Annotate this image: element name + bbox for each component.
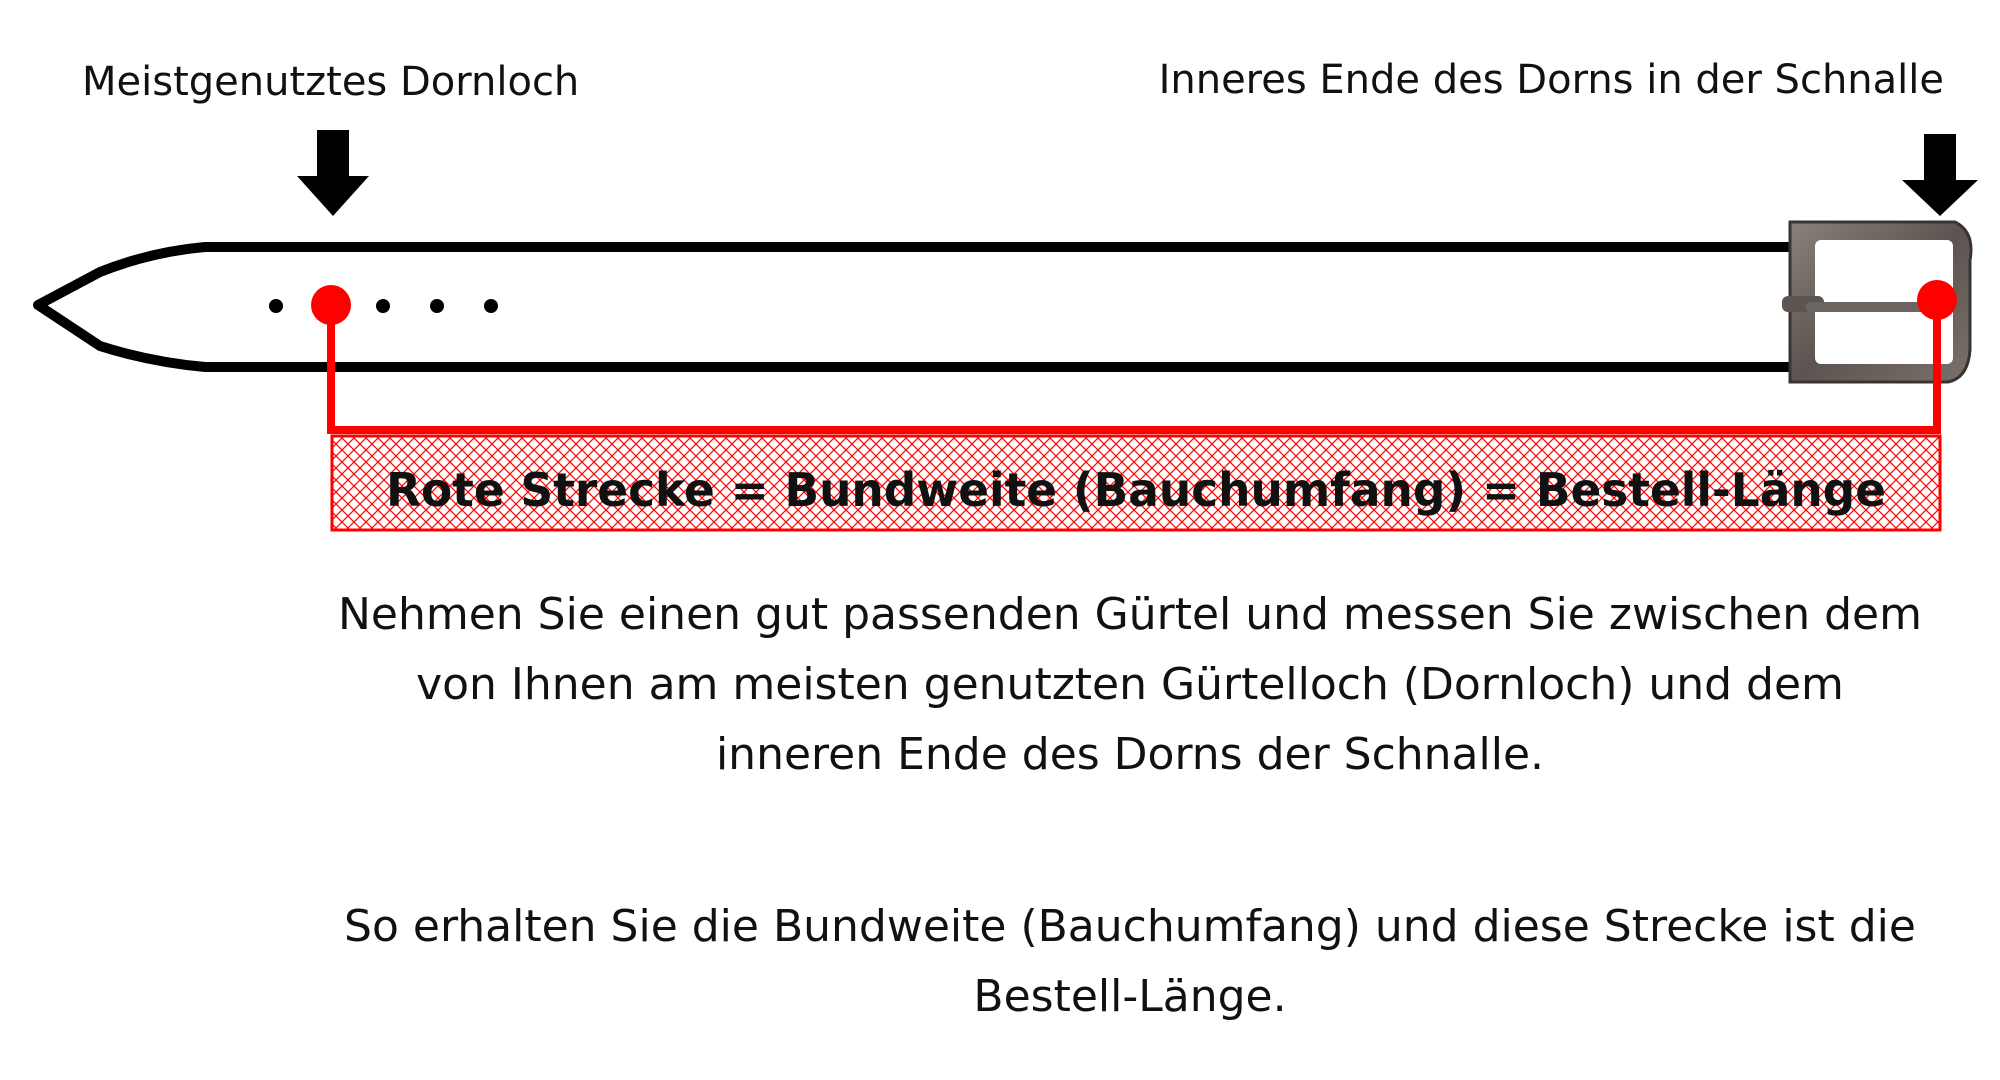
banner-box <box>330 434 1942 532</box>
arrow-down-icon-left <box>297 130 369 216</box>
belt-strap <box>33 242 1790 372</box>
label-prong-inner-end: Inneres Ende des Dorns in der Schnalle <box>1158 57 1944 103</box>
belt-hole <box>430 299 444 313</box>
banner-text: Rote Strecke = Bundweite (Bauchumfang) =… <box>386 463 1886 517</box>
arrow-down-icon-right <box>1902 134 1978 216</box>
belt-hole <box>376 299 390 313</box>
most-used-hole-marker <box>311 285 351 325</box>
belt-hole <box>269 299 283 313</box>
measurement-line <box>327 305 1941 434</box>
instruction-measure: Nehmen Sie einen gut passenden Gürtel un… <box>338 589 1922 780</box>
label-most-used-hole: Meistgenutztes Dornloch <box>82 59 580 105</box>
belt-hole <box>484 299 498 313</box>
prong-end-marker <box>1917 280 1957 320</box>
instruction-result: So erhalten Sie die Bundweite (Bauchumfa… <box>344 901 1916 1022</box>
